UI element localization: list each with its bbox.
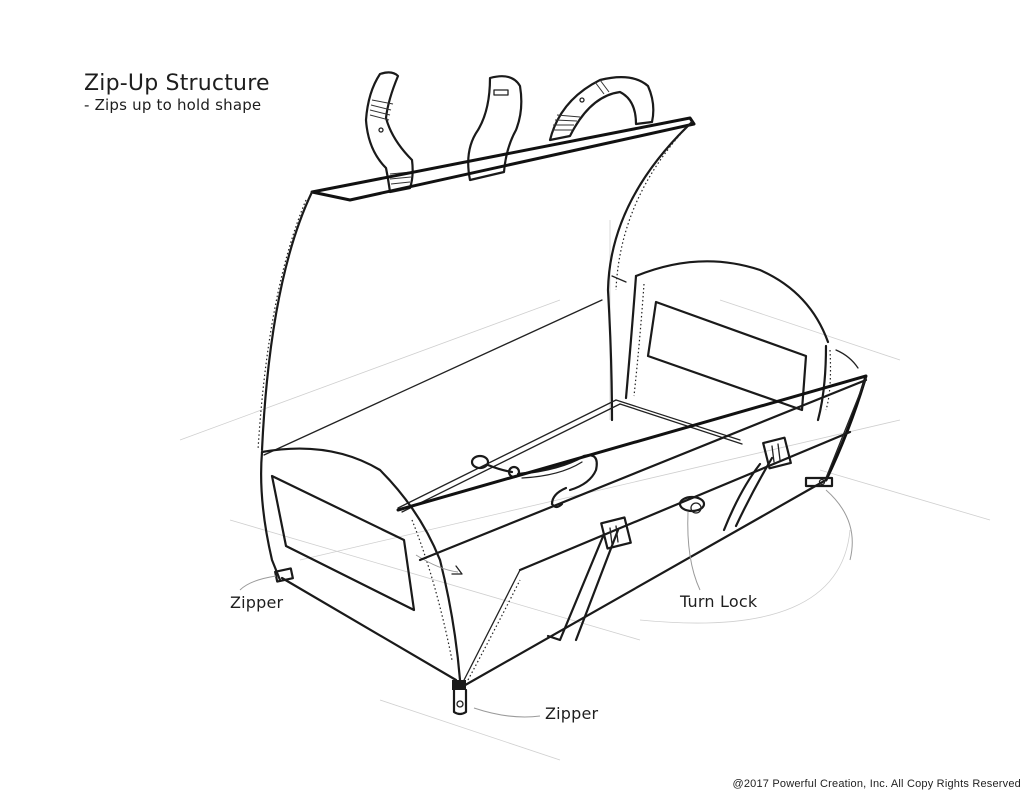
- label-zipper-left: Zipper: [230, 593, 284, 612]
- lid-panel: [257, 116, 696, 456]
- strap-middle: [467, 75, 523, 182]
- diagram-title: Zip-Up Structure: [84, 71, 270, 96]
- zipper-pull-right: [804, 476, 834, 488]
- construction-guides: [179, 220, 991, 761]
- copyright-notice: @2017 Powerful Creation, Inc. All Copy R…: [732, 778, 1021, 790]
- buckle-strap-right: [722, 436, 792, 532]
- buckle-strap-left: [546, 516, 632, 642]
- left-end-panel: [260, 447, 463, 682]
- turn-lock: [678, 495, 706, 514]
- label-turn-lock: Turn Lock: [680, 592, 758, 611]
- base-interior: [397, 399, 743, 513]
- label-leaders: [239, 489, 853, 718]
- right-end-panel: [611, 260, 859, 422]
- diagram-subtitle: - Zips up to hold shape: [84, 96, 262, 114]
- strap-right: [548, 75, 655, 142]
- label-zipper-bottom: Zipper: [545, 704, 599, 723]
- zipper-pull-bottom: [452, 680, 468, 716]
- front-panel: [396, 374, 868, 690]
- interior-leash: [470, 454, 598, 509]
- zipper-pull-left: [274, 567, 294, 583]
